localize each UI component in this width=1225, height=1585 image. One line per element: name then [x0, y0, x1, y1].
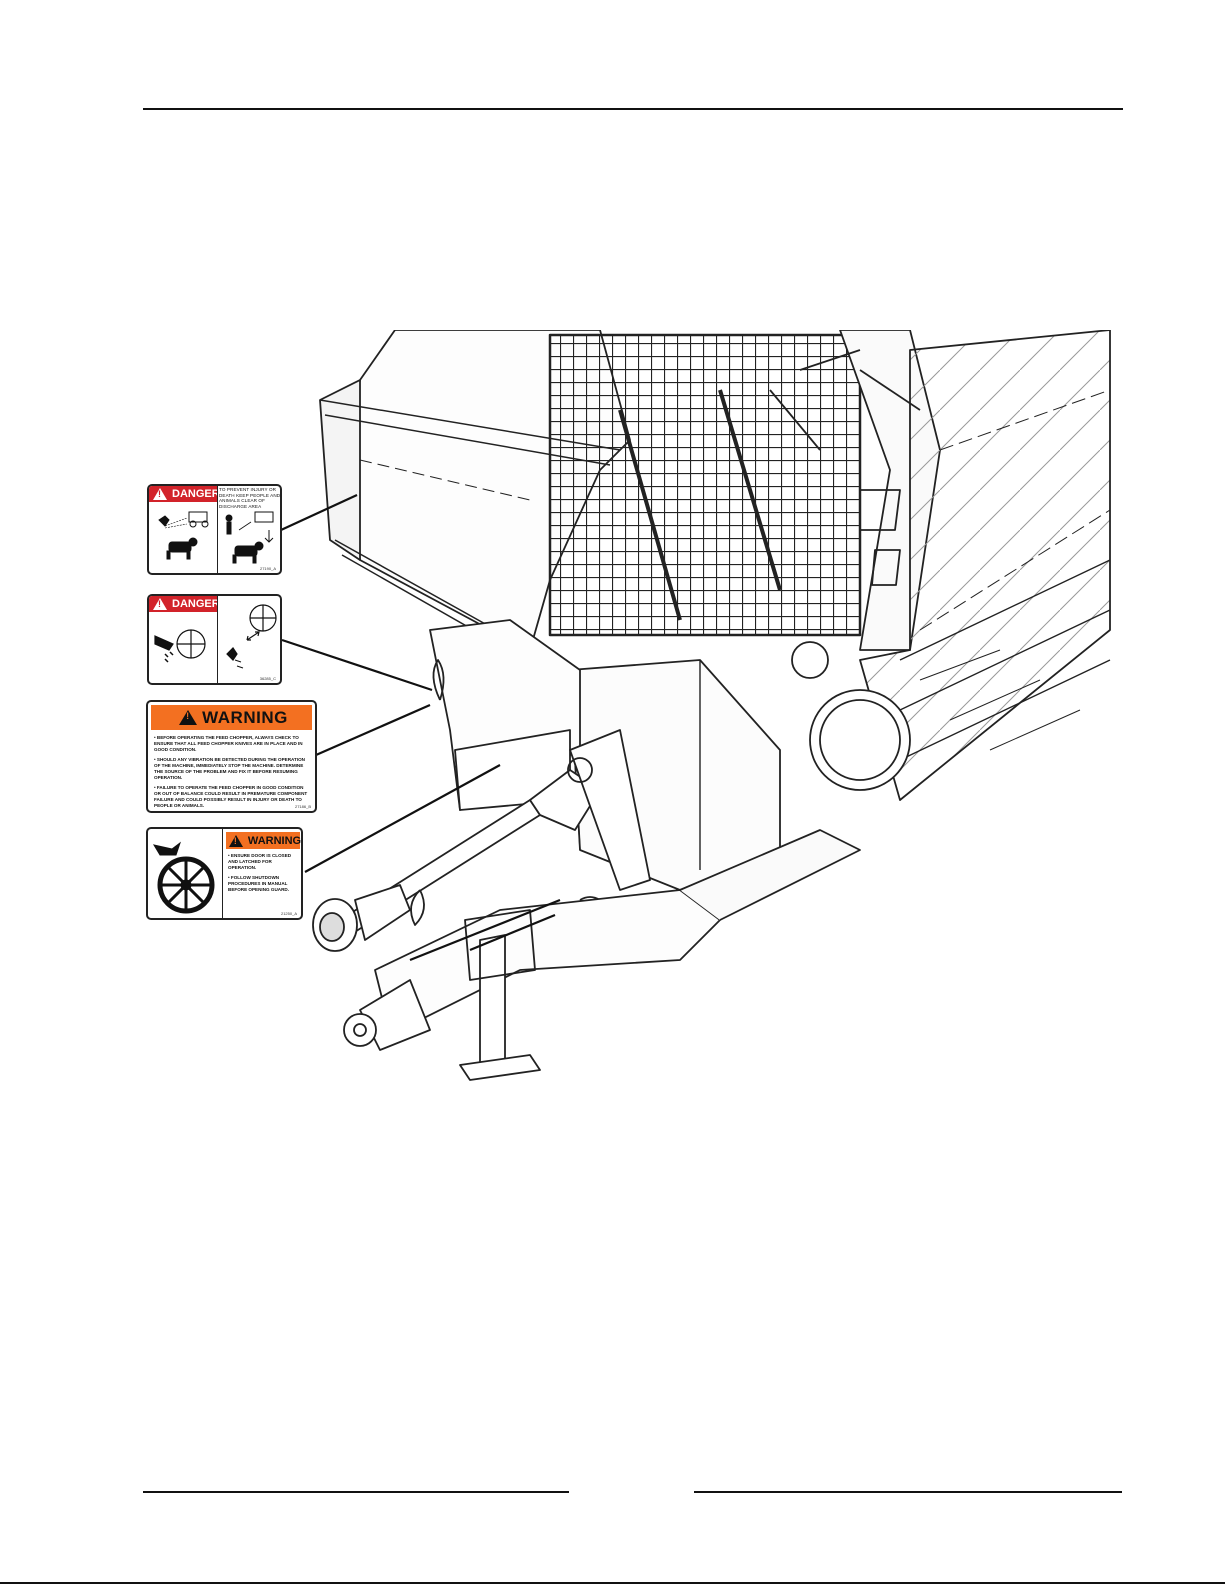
warning-line: • FAILURE TO OPERATE THE FEED CHOPPER IN…	[154, 785, 308, 808]
keep-clear-icon	[225, 511, 274, 564]
warning-triangle-icon	[228, 834, 243, 847]
decal-code: 21250_A	[280, 911, 297, 916]
warning-header: WARNING	[151, 705, 312, 730]
warning-line: • SHOULD ANY VIBRATION BE DETECTED DURIN…	[154, 757, 305, 780]
decal-divider	[222, 829, 223, 918]
rotating-wheel-hand-icon	[152, 841, 215, 914]
decal-code: 27190_A	[259, 566, 276, 571]
warning-line: • ENSURE DOOR IS CLOSED AND LATCHED FOR …	[228, 853, 292, 870]
warning-line: • FOLLOW SHUTDOWN PROCEDURES IN MANUAL B…	[228, 875, 289, 892]
decal-code: 36285_C	[259, 676, 276, 681]
jack-stand	[479, 934, 506, 1066]
danger-header: DANGER	[149, 596, 220, 612]
feed-chopper-drawing	[312, 330, 1111, 1081]
decal-code: 27186_B	[294, 804, 311, 809]
danger-header-text: DANGER	[172, 488, 220, 500]
danger-decal-rotor: DANGER 36285_C	[147, 594, 282, 685]
warning-decal-text: • ENSURE DOOR IS CLOSED AND LATCHED FOR …	[228, 853, 300, 897]
warning-decal-text: • BEFORE OPERATING THE FEED CHOPPER, ALW…	[151, 730, 312, 809]
danger-decal-text: TO PREVENT INJURY OR DEATH KEEP PEOPLE A…	[219, 487, 281, 509]
discharge-hazard-icon	[158, 511, 209, 560]
decal-divider	[217, 486, 218, 573]
danger-header: DANGER	[149, 486, 220, 502]
warning-header: WARNING	[226, 832, 302, 849]
warning-decal-door: WARNING • ENSURE DOOR IS CLOSED AND LATC…	[146, 827, 303, 920]
footer-rule-left	[143, 1491, 569, 1493]
header-rule	[143, 108, 1123, 110]
warning-header-text: WARNING	[202, 707, 288, 727]
decal-divider	[217, 596, 218, 683]
rotor-clearance-icon	[226, 604, 277, 669]
warning-header-text: WARNING	[247, 834, 302, 847]
warning-decal-knives: WARNING • BEFORE OPERATING THE FEED CHOP…	[146, 700, 317, 813]
warning-triangle-icon	[153, 598, 167, 610]
warning-triangle-icon	[179, 710, 198, 725]
danger-decal-discharge: DANGER TO PREVENT INJURY OR DEATH KEEP P…	[147, 484, 282, 575]
hand-entanglement-icon	[154, 629, 206, 663]
page-bottom-rule	[0, 1582, 1225, 1584]
danger-header-text: DANGER	[172, 598, 220, 610]
warning-line: • BEFORE OPERATING THE FEED CHOPPER, ALW…	[154, 735, 303, 752]
footer-rule-right	[694, 1491, 1122, 1493]
body-right	[859, 330, 1111, 801]
warning-triangle-icon	[153, 488, 167, 500]
grid-guard	[549, 334, 861, 636]
hitch-tongue	[374, 889, 721, 1021]
